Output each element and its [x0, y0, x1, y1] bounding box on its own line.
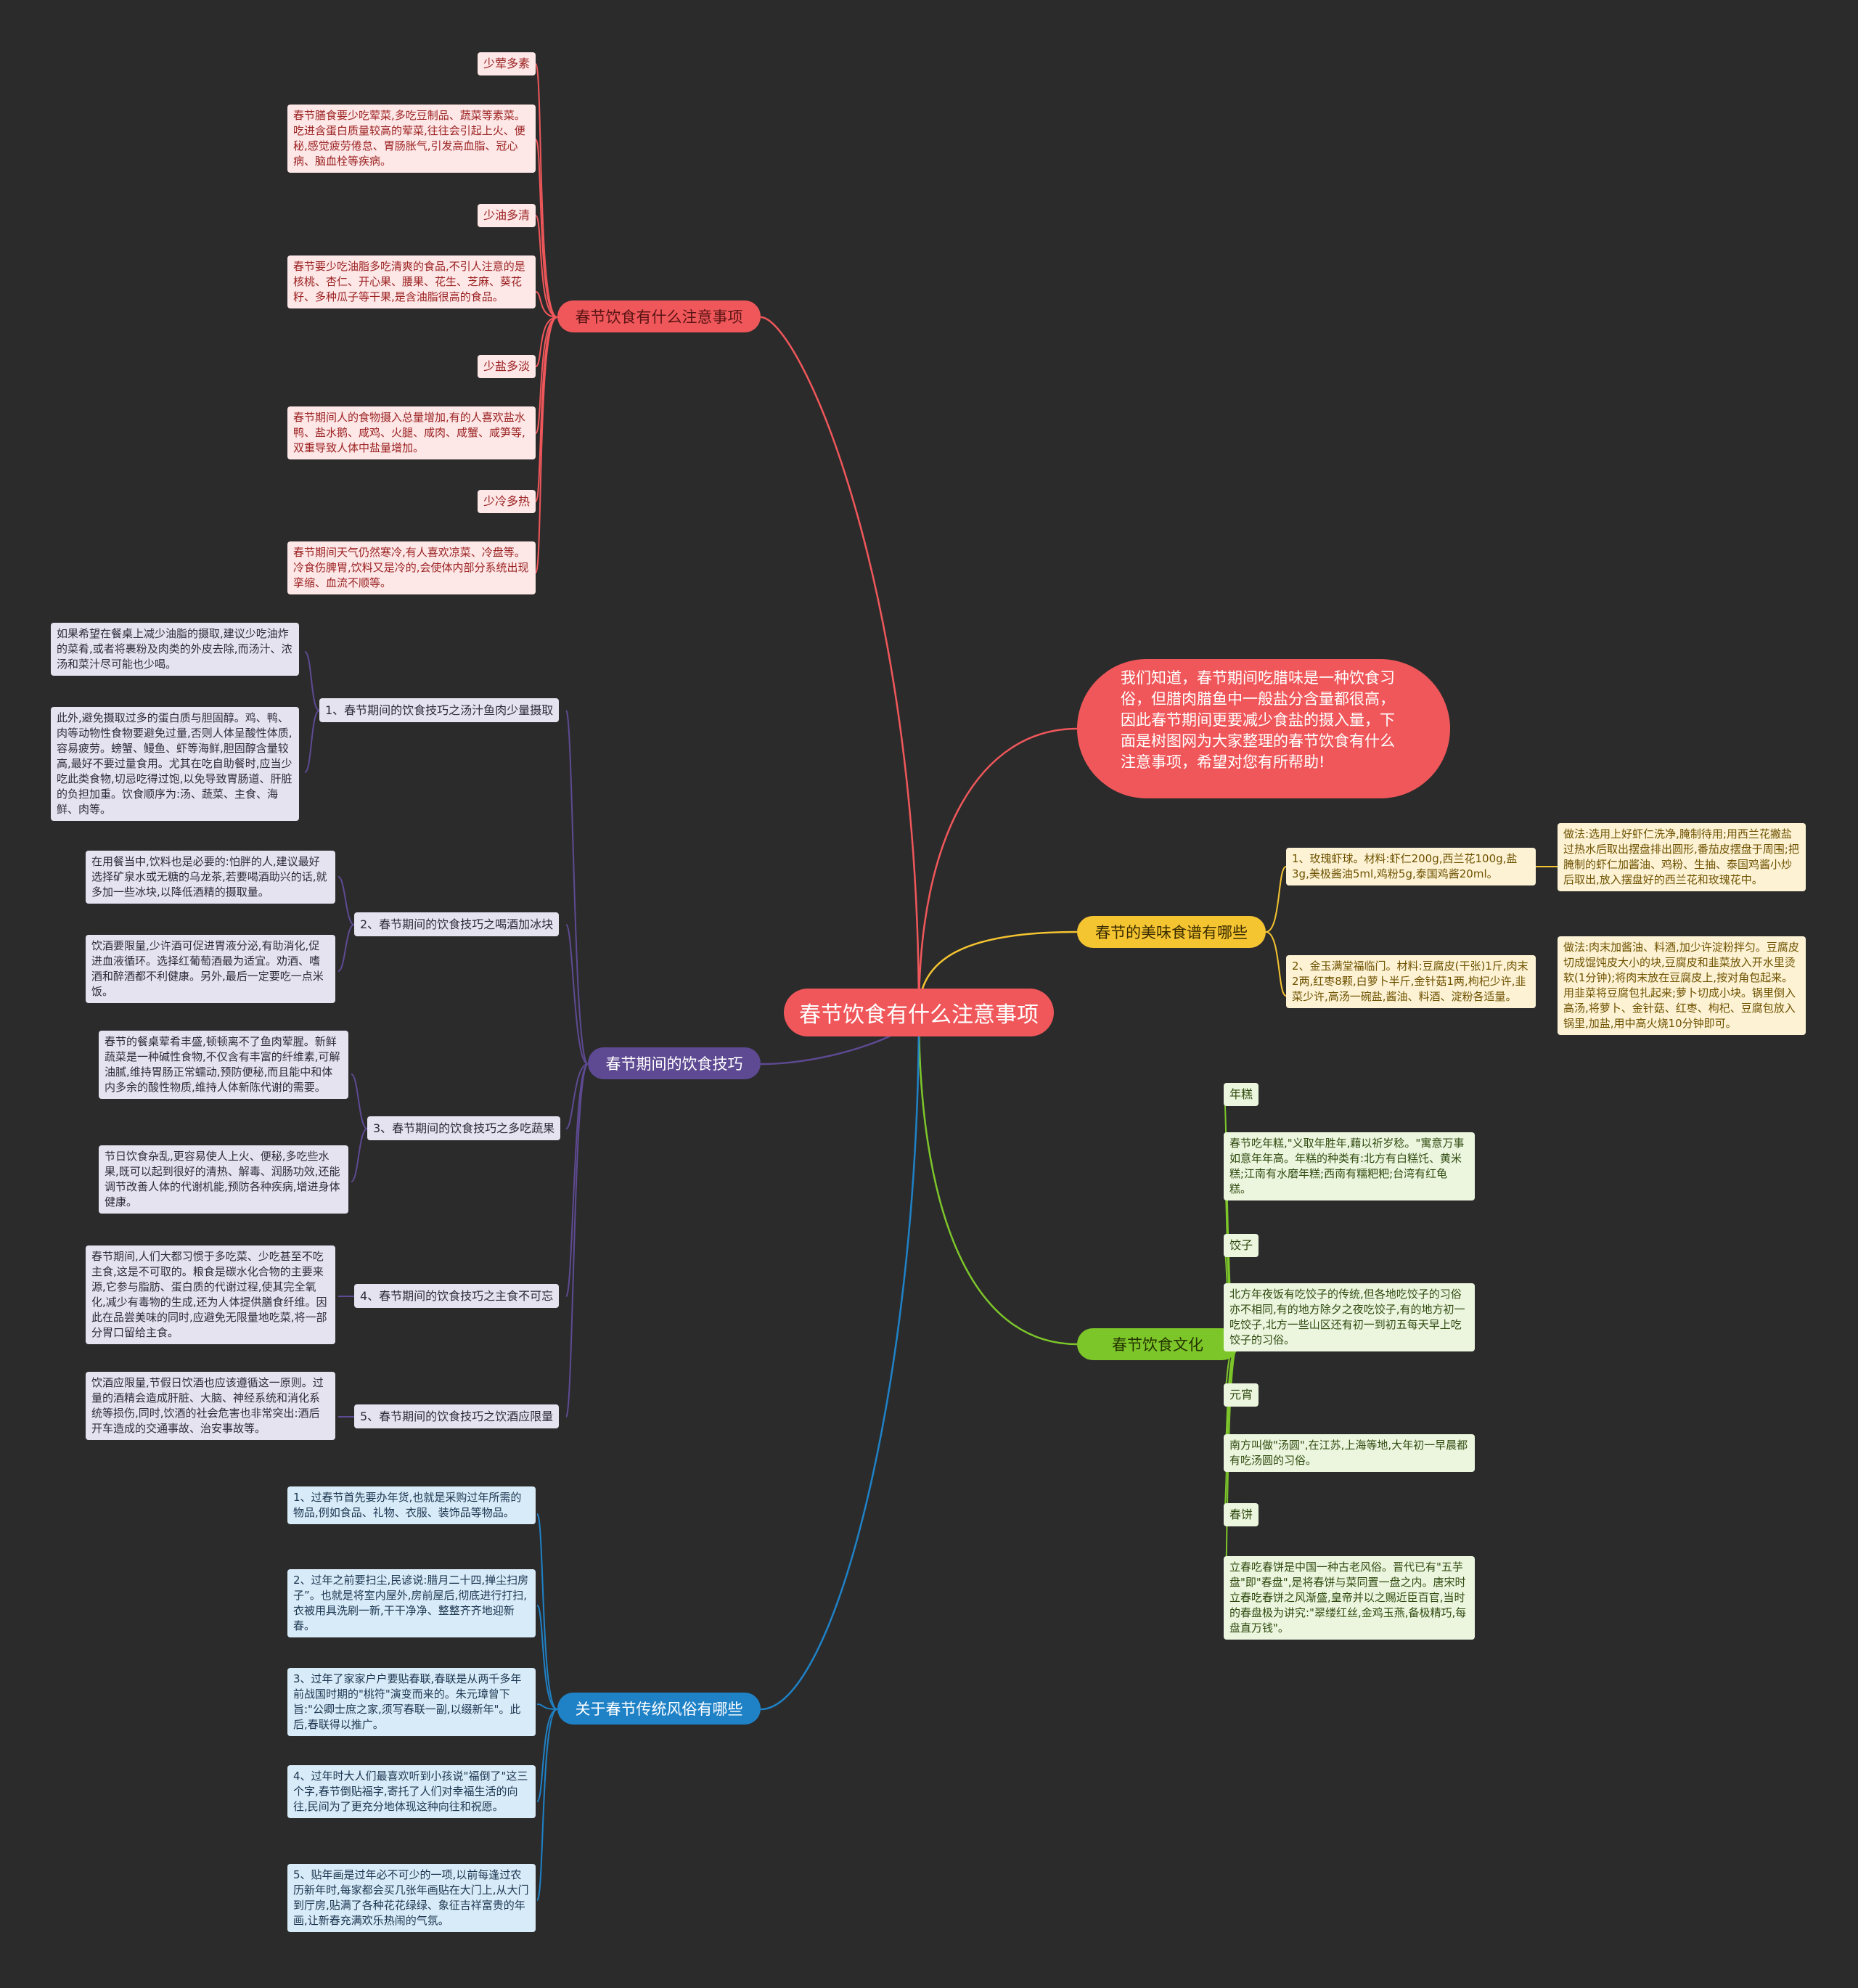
tips-text-3a[interactable]: 春节的餐桌荤肴丰盛,顿顿离不了鱼肉荤腥。新鲜蔬菜是一种碱性食物,不仅含有丰富的纤…: [99, 1031, 348, 1099]
culture-text-3[interactable]: 南方叫做"汤圆",在江苏,上海等地,大年初一早晨都有吃汤圆的习俗。: [1224, 1434, 1475, 1472]
culture-text-1[interactable]: 春节吃年糕,"义取年胜年,藉以祈岁稔。"寓意万事如意年年高。年糕的种类有:北方有…: [1224, 1132, 1475, 1200]
notes-tag-1[interactable]: 少荤多素: [478, 52, 536, 75]
tips-item-2[interactable]: 2、春节期间的饮食技巧之喝酒加冰块: [354, 912, 560, 936]
recipe-label-2[interactable]: 2、金玉满堂福临门。材料:豆腐皮(干张)1斤,肉末2两,红枣8颗,白萝卜半斤,金…: [1286, 955, 1536, 1008]
culture-tag-4[interactable]: 春饼: [1224, 1503, 1259, 1526]
culture-text-2[interactable]: 北方年夜饭有吃饺子的传统,但各地吃饺子的习俗亦不相同,有的地方除夕之夜吃饺子,有…: [1224, 1283, 1475, 1351]
branch-notes[interactable]: 春节饮食有什么注意事项: [557, 300, 761, 332]
tips-text-1a[interactable]: 如果希望在餐桌上减少油脂的摄取,建议少吃油炸的菜肴,或者将裹粉及肉类的外皮去除,…: [51, 623, 299, 676]
tips-text-1b[interactable]: 此外,避免摄取过多的蛋白质与胆固醇。鸡、鸭、肉等动物性食物要避免过量,否则人体呈…: [51, 707, 299, 821]
notes-text-4[interactable]: 春节期间天气仍然寒冷,有人喜欢凉菜、冷盘等。冷食伤脾胃,饮料又是冷的,会使体内部…: [287, 541, 536, 594]
branch-culture[interactable]: 春节饮食文化: [1077, 1328, 1238, 1360]
tips-text-3b[interactable]: 节日饮食杂乱,更容易使人上火、便秘,多吃些水果,既可以起到很好的清热、解毒、润肠…: [99, 1145, 348, 1214]
notes-tag-3[interactable]: 少盐多淡: [478, 355, 536, 378]
culture-tag-2[interactable]: 饺子: [1224, 1234, 1259, 1257]
branch-recipes[interactable]: 春节的美味食谱有哪些: [1077, 916, 1266, 948]
tips-text-4a[interactable]: 春节期间,人们大都习惯于多吃菜、少吃甚至不吃主食,这是不可取的。粮食是碳水化合物…: [86, 1245, 335, 1344]
notes-text-3[interactable]: 春节期间人的食物摄入总量增加,有的人喜欢盐水鸭、盐水鹅、咸鸡、火腿、咸肉、咸蟹、…: [287, 406, 536, 459]
notes-text-1[interactable]: 春节膳食要少吃荤菜,多吃豆制品、蔬菜等素菜。吃进含蛋白质量较高的荤菜,往往会引起…: [287, 105, 536, 173]
recipe-label-1[interactable]: 1、玫瑰虾球。材料:虾仁200g,西兰花100g,盐3g,美极酱油5ml,鸡粉5…: [1286, 848, 1536, 885]
culture-tag-1[interactable]: 年糕: [1224, 1083, 1259, 1106]
culture-tag-3[interactable]: 元宵: [1224, 1383, 1259, 1407]
intro-summary[interactable]: 我们知道，春节期间吃腊味是一种饮食习俗，但腊肉腊鱼中一般盐分含量都很高，因此春节…: [1077, 659, 1450, 798]
tips-item-5[interactable]: 5、春节期间的饮食技巧之饮酒应限量: [354, 1404, 560, 1428]
notes-tag-2[interactable]: 少油多清: [478, 204, 536, 227]
customs-text-1[interactable]: 1、过春节首先要办年货,也就是采购过年所需的物品,例如食品、礼物、衣服、装饰品等…: [287, 1486, 536, 1524]
tips-item-4[interactable]: 4、春节期间的饮食技巧之主食不可忘: [354, 1284, 560, 1308]
customs-text-3[interactable]: 3、过年了家家户户要贴春联,春联是从两千多年前战国时期的"桃符"演变而来的。朱元…: [287, 1668, 536, 1736]
tips-text-2a[interactable]: 在用餐当中,饮料也是必要的:怕胖的人,建议最好选择矿泉水或无糖的乌龙茶,若要喝酒…: [86, 851, 335, 904]
notes-tag-4[interactable]: 少冷多热: [478, 490, 536, 513]
recipe-method-1[interactable]: 做法:选用上好虾仁洗净,腌制待用;用西兰花撇盐过热水后取出摆盘排出圆形,番茄皮摆…: [1558, 823, 1806, 891]
tips-item-1[interactable]: 1、春节期间的饮食技巧之汤汁鱼肉少量摄取: [319, 698, 560, 722]
tips-text-5a[interactable]: 饮酒应限量,节假日饮酒也应该遵循这一原则。过量的酒精会造成肝脏、大脑、神经系统和…: [86, 1372, 335, 1440]
branch-customs[interactable]: 关于春节传统风俗有哪些: [557, 1693, 761, 1725]
culture-text-4[interactable]: 立春吃春饼是中国一种古老风俗。晋代已有"五芋盘"即"春盘",是将春饼与菜同置一盘…: [1224, 1556, 1475, 1640]
customs-text-5[interactable]: 5、贴年画是过年必不可少的一项,以前每逢过农历新年时,每家都会买几张年画贴在大门…: [287, 1864, 536, 1932]
tips-text-2b[interactable]: 饮酒要限量,少许酒可促进胃液分泌,有助消化,促进血液循环。选择红葡萄酒最为适宜。…: [86, 935, 335, 1003]
recipe-method-2[interactable]: 做法:肉末加酱油、料酒,加少许淀粉拌匀。豆腐皮切成馄饨皮大小的块,豆腐皮和韭菜放…: [1558, 936, 1806, 1035]
customs-text-4[interactable]: 4、过年时大人们最喜欢听到小孩说"福倒了"这三个字,春节倒贴福字,寄托了人们对幸…: [287, 1765, 536, 1818]
tips-item-3[interactable]: 3、春节期间的饮食技巧之多吃蔬果: [367, 1116, 561, 1140]
branch-tips[interactable]: 春节期间的饮食技巧: [588, 1047, 761, 1079]
customs-text-2[interactable]: 2、过年之前要扫尘,民谚说:腊月二十四,掸尘扫房子”。也就是将室内屋外,房前屋后…: [287, 1569, 536, 1637]
root-topic[interactable]: 春节饮食有什么注意事项: [784, 989, 1054, 1036]
notes-text-2[interactable]: 春节要少吃油脂多吃清爽的食品,不引人注意的是核桃、杏仁、开心果、腰果、花生、芝麻…: [287, 255, 536, 308]
